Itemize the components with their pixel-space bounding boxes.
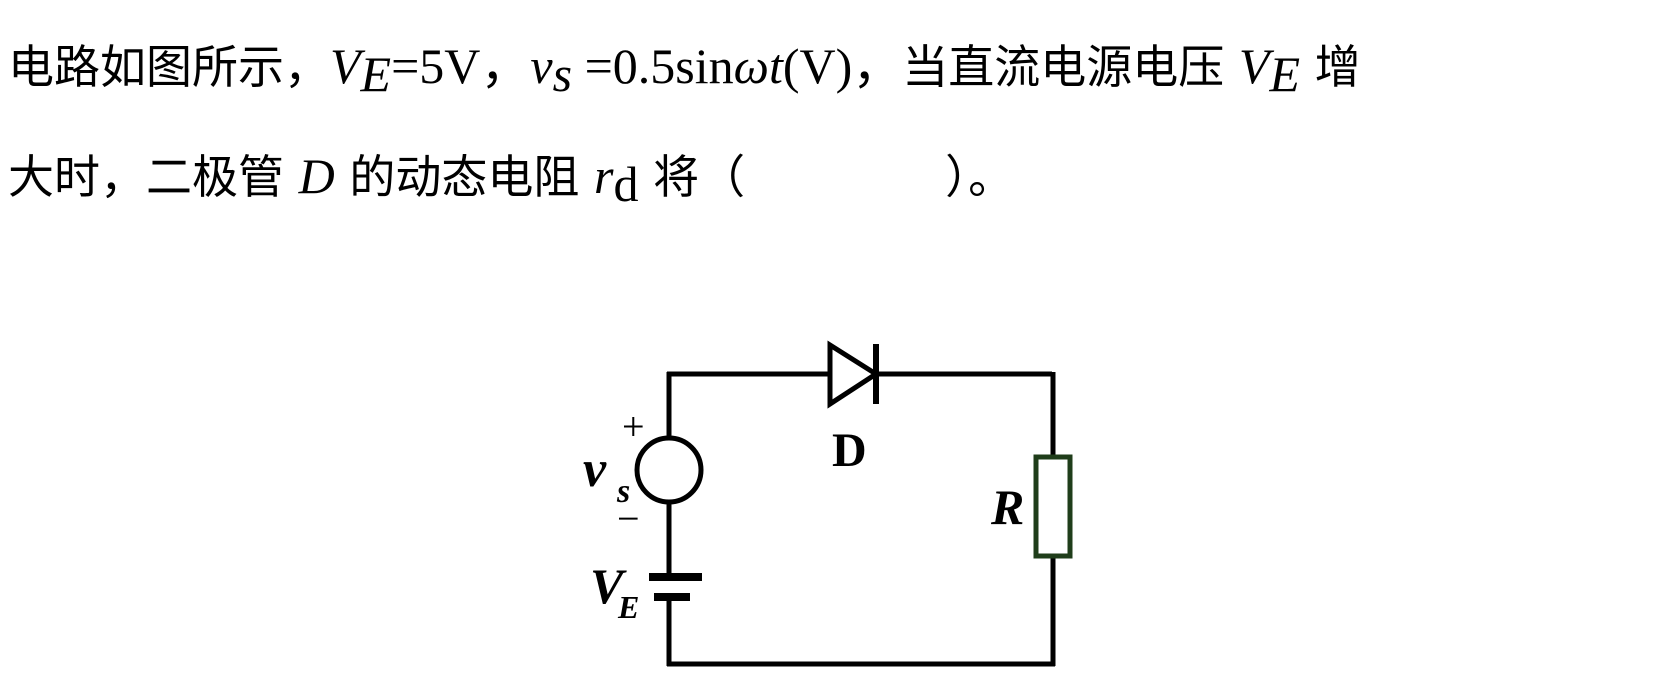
question-mid: 当直流电源电压: [902, 40, 1239, 94]
ve-symbol: V: [330, 38, 361, 94]
diode-label: D: [832, 424, 867, 477]
ac-source-symbol: [634, 435, 704, 505]
battery-subscript: E: [617, 589, 639, 625]
vs-expression-a: =0.5sin: [572, 38, 734, 94]
question-line-2: 大时，二极管 D 的动态电阻 rd 将（ ）。: [8, 146, 1014, 274]
d-symbol: D: [298, 148, 335, 204]
source-subscript: s: [616, 473, 630, 510]
vs-symbol: v: [530, 38, 553, 94]
rd-symbol: r: [593, 148, 614, 204]
question-line1-suffix: 增: [1299, 40, 1361, 94]
vs-expression-b: (V)，: [782, 38, 903, 94]
question-line2-prefix: 大时，二极管: [8, 150, 299, 204]
ve2-subscript: E: [1269, 46, 1300, 102]
ve2-symbol: V: [1238, 38, 1270, 94]
question-line2-mid: 的动态电阻: [334, 150, 594, 204]
question-prefix: 电路如图所示，: [8, 40, 330, 94]
vs-subscript: s: [552, 46, 573, 102]
question-line-1: 电路如图所示，VE=5V，vs =0.5sinωt(V)，当直流电源电压 VE …: [8, 36, 1361, 164]
ve-subscript: E: [360, 46, 392, 102]
diode-symbol: [827, 340, 881, 409]
resistor-label: R: [990, 479, 1024, 535]
source-minus-sign: −: [617, 496, 640, 541]
battery-symbol: [649, 573, 702, 601]
source-plus-sign: +: [622, 404, 645, 449]
battery-label: V: [590, 558, 627, 614]
source-label: v: [583, 441, 607, 498]
rd-subscript: d: [613, 156, 639, 212]
omega-t: ωt: [733, 38, 783, 94]
ve-value: =5V，: [391, 38, 531, 94]
resistor-symbol: [1033, 454, 1073, 559]
question-line2-suffix-b: ）。: [945, 150, 1015, 204]
question-line2-suffix-a: 将（: [638, 150, 746, 204]
